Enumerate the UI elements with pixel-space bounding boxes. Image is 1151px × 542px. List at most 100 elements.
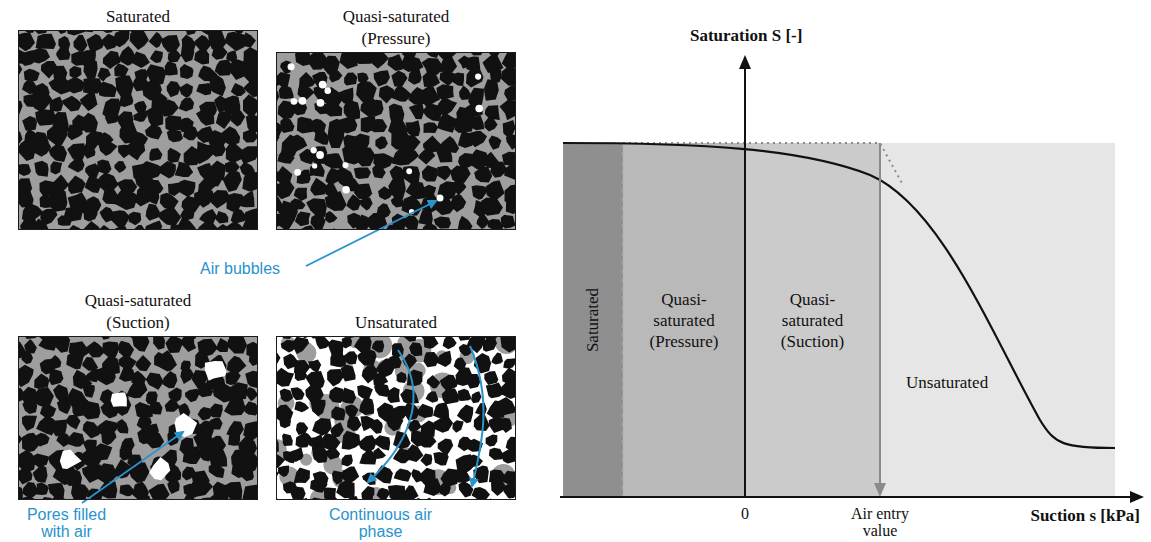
air-bubble [291,98,298,105]
soil-grain [291,387,305,400]
soil-grain [433,402,449,419]
soil-grain [437,113,457,133]
soil-grain [96,367,116,386]
soil-panel: Saturated [18,30,258,230]
soil-grain [228,336,247,353]
soil-grain [163,371,178,388]
flow-arrow [470,346,484,486]
soil-grain [436,145,453,162]
pore-fluid [276,52,516,230]
soil-grain [373,448,386,460]
soil-grain [209,464,225,479]
soil-grain [484,79,499,101]
soil-grain [69,66,81,78]
soil-grain [374,383,390,397]
soil-grain [83,421,100,439]
soil-grain [101,430,116,445]
soil-grain [357,148,376,167]
soil-grain [145,124,162,140]
soil-grain [114,64,128,77]
air-bubble [316,151,324,159]
band-label: Quasi- saturated (Suction) [767,289,859,352]
soil-grain [179,83,193,98]
soil-grain [117,419,128,434]
soil-grain [19,140,36,161]
soil-grain [327,369,344,387]
soil-grain [56,433,69,447]
air-pore [175,413,198,437]
soil-grain [471,391,481,403]
soil-grain [249,351,258,366]
soil-grain [329,70,342,83]
soil-grain [341,454,352,466]
soil-grain [61,96,82,112]
soil-grain [245,401,259,415]
soil-grain [83,205,97,222]
soil-grain [466,65,484,87]
soil-grain [423,72,441,87]
soil-grain [458,216,473,230]
soil-grain [129,212,142,226]
soil-grain [459,86,470,100]
air-bubble [406,168,412,174]
soil-grain [113,31,130,48]
soil-grain [343,351,357,364]
soil-grain [418,404,433,418]
soil-grain [423,222,439,230]
axis-title: Saturation S [-] [690,26,900,46]
regime-band: Quasi- saturated (Pressure) [623,143,745,497]
panel-title: Saturated [106,6,170,28]
soil-grain [181,336,196,352]
soil-grain [296,432,312,448]
soil-grain [57,399,71,414]
soil-grain [491,476,507,496]
soil-grain [354,167,371,179]
soil-grain [386,413,403,431]
soil-grain [342,337,352,348]
soil-grain [276,213,295,230]
soil-grain [291,447,304,462]
soil-grain [500,448,516,463]
soil-grain [325,191,347,211]
soil-grain [242,172,258,192]
soil-panel: Quasi-saturated (Suction) [18,336,258,500]
soil-grain [282,434,293,446]
pore-fluid [276,336,516,500]
soil-grain [33,465,48,483]
soil-grain [388,54,404,71]
soil-grain [241,468,254,481]
soil-grain [359,197,373,210]
soil-grain [165,399,180,412]
soil-sample [276,52,516,230]
callout-label: Continuous air phase [328,506,433,540]
soil-grain [119,92,133,107]
soil-grain [24,69,40,82]
soil-grain [397,372,407,383]
soil-grain [128,139,145,161]
soil-grain [377,488,390,500]
soil-grain [362,472,376,485]
soil-grain [84,401,101,420]
soil-grain [243,130,258,143]
soil-grain [409,342,422,356]
soil-grain [403,215,419,230]
soil-grain [314,129,329,144]
soil-grain [426,391,439,403]
soil-grain [180,64,194,79]
soil-grain [68,158,85,172]
band-fill [563,143,623,497]
soil-grain [228,432,240,446]
soil-grain [47,124,68,147]
soil-grain [168,148,181,163]
soil-grain [50,161,62,174]
regime-band: Quasi- saturated (Suction) [745,143,880,497]
soil-grain [216,338,229,352]
soil-grain [504,165,516,180]
idealised-curve [623,143,903,185]
soil-grain [29,47,51,63]
soil-grain [22,116,37,131]
soil-grain [325,211,337,223]
soil-grain [49,97,63,112]
soil-grain [440,482,451,497]
soil-grain [80,93,98,111]
